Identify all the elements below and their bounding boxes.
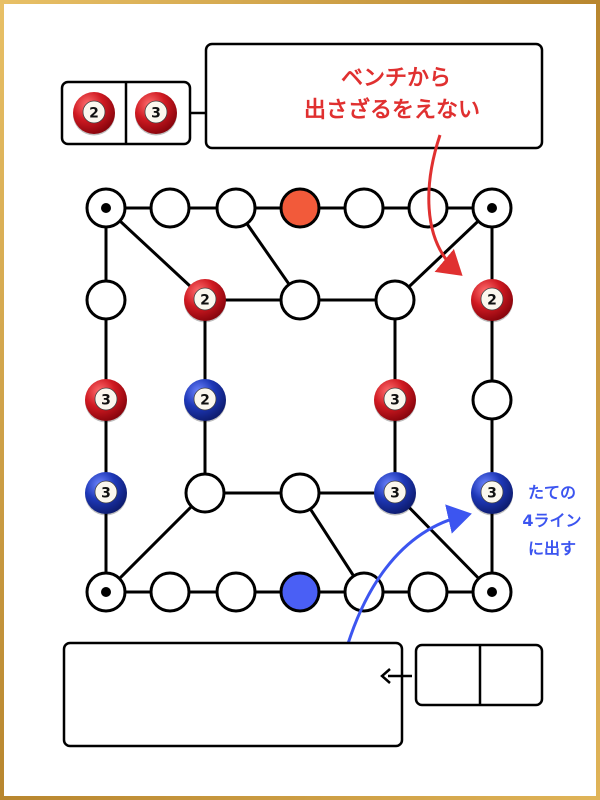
note-top-line2: 出さざるをえない [304, 97, 480, 123]
bottom-node-4[interactable] [343, 571, 385, 613]
board-node-r2c2[interactable] [279, 279, 321, 321]
corner-dot-0 [101, 203, 111, 213]
board-node-r4c2[interactable] [279, 472, 321, 514]
board-node-r4c1[interactable] [184, 472, 226, 514]
board-ball-red-r3c4-number: 3 [390, 393, 400, 409]
bench-top-ball-0-number: 2 [89, 106, 99, 122]
red-home-spot[interactable] [279, 187, 321, 229]
bottom-node-1[interactable] [149, 571, 191, 613]
corner-dot-1 [487, 203, 497, 213]
board-ball-red-r3c0[interactable]: 3 [85, 379, 127, 423]
board-ball-red-r3c4-number-disc [383, 387, 407, 411]
board-ball-red-r2c1-number-disc [193, 287, 217, 311]
board-ball-blue-r4c4-number: 3 [390, 486, 400, 502]
bench-top-ball-1-number: 3 [151, 106, 161, 122]
board-ball-blue-r4c0-number-disc [94, 480, 118, 504]
board-ball-blue-r4c0[interactable]: 3 [85, 472, 127, 516]
bench-top-ball-1[interactable]: 3 [135, 92, 177, 136]
top-node-1[interactable] [149, 187, 191, 229]
note-top-box [204, 42, 544, 150]
arrow-red-curve [427, 134, 463, 276]
bottom-node-2[interactable] [215, 571, 257, 613]
bench-bottom-small [414, 643, 544, 707]
board-ball-blue-r4c4[interactable]: 3 [374, 472, 416, 516]
note-side-line2: 4ライン [522, 511, 581, 530]
board-ball-red-r2c5[interactable]: 2 [471, 279, 513, 323]
board-ball-blue-r4c5-number-disc [480, 480, 504, 504]
board-ball-red-r2c1[interactable]: 2 [184, 279, 226, 323]
note-top-line1: ベンチから [341, 66, 451, 91]
top-node-2[interactable] [215, 187, 257, 229]
board-node-r2c3[interactable] [374, 279, 416, 321]
arrow-bottom-small [380, 668, 412, 684]
board-ball-blue-r4c5[interactable]: 3 [471, 472, 513, 516]
board-node-r2c0[interactable] [85, 279, 127, 321]
board-ball-red-r2c1-number: 2 [200, 293, 210, 309]
board-ball-blue-r4c4-number-disc [383, 480, 407, 504]
board-ball-blue-r3c1-number-disc [193, 387, 217, 411]
blue-home-spot[interactable] [279, 571, 321, 613]
board-ball-blue-r3c1-number: 2 [200, 393, 210, 409]
board-ball-red-r3c0-number-disc [94, 387, 118, 411]
board-ball-red-r2c5-number-disc [480, 287, 504, 311]
corner-dot-3 [487, 587, 497, 597]
board-ball-red-r2c5-number: 2 [487, 293, 497, 309]
board-ball-blue-r4c0-number: 3 [101, 486, 111, 502]
bench-top-ball-0[interactable]: 2 [73, 92, 115, 136]
corner-markers [101, 203, 497, 597]
board-lines [104, 206, 494, 594]
board-ball-red-r3c0-number: 3 [101, 393, 111, 409]
note-side-line3: に出す [528, 539, 576, 558]
board-ball-blue-r3c1[interactable]: 2 [184, 379, 226, 423]
bench-top-ball-0-number-disc [82, 100, 106, 124]
bench-bottom-box [62, 641, 404, 748]
corner-dot-2 [101, 587, 111, 597]
bench-top-ball-1-number-disc [144, 100, 168, 124]
note-side-line1: たての [528, 483, 576, 502]
bottom-node-5[interactable] [407, 571, 449, 613]
top-node-4[interactable] [343, 187, 385, 229]
board-node-r3c5[interactable] [471, 379, 513, 421]
board-ball-red-r3c4[interactable]: 3 [374, 379, 416, 423]
board-ball-blue-r4c5-number: 3 [487, 486, 497, 502]
balls-layer: 223233332321 [73, 92, 513, 716]
